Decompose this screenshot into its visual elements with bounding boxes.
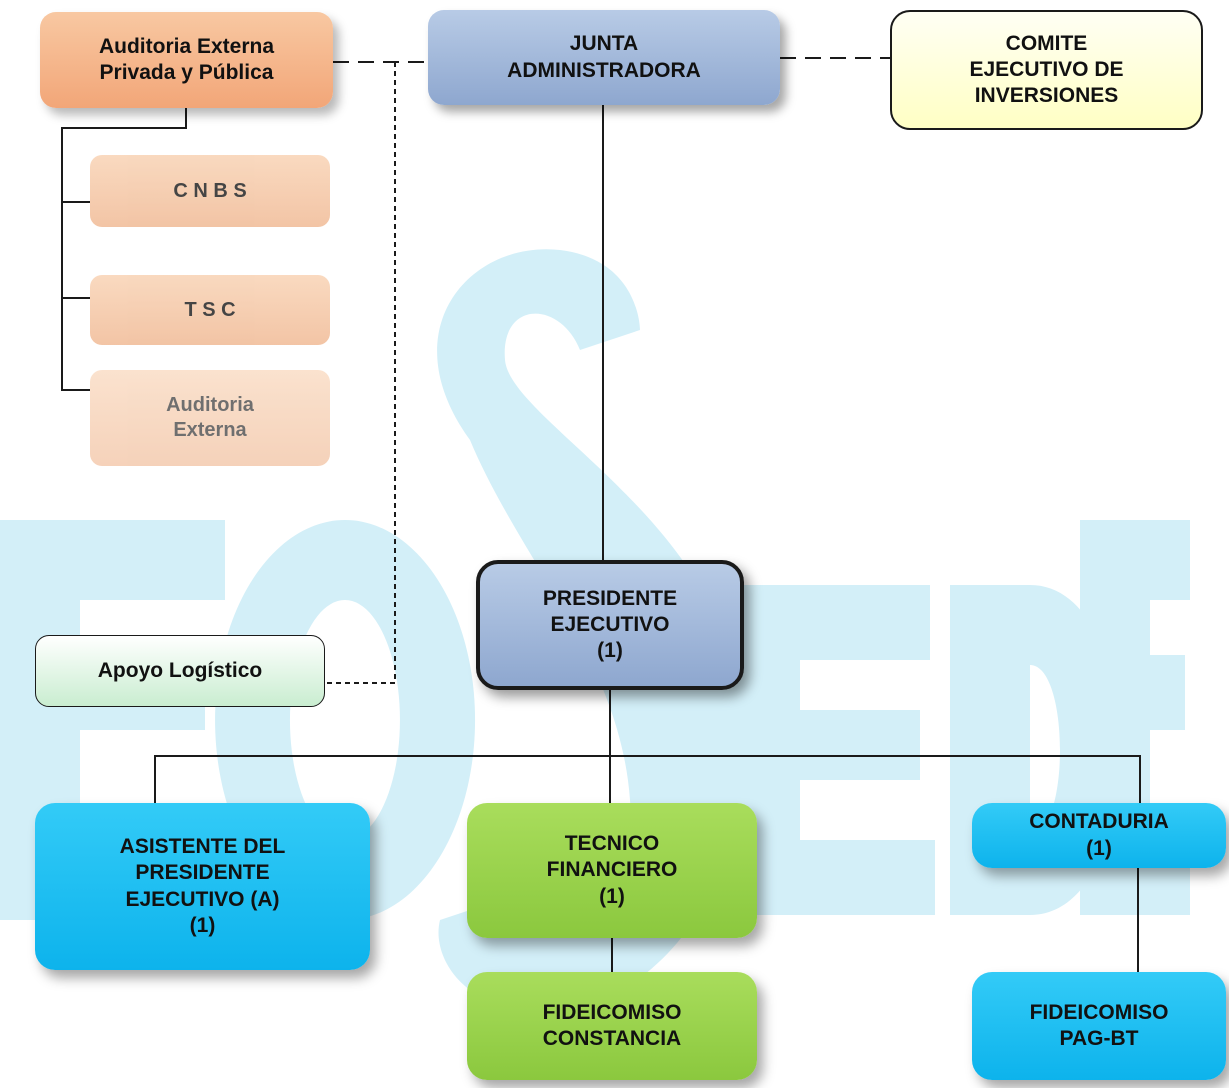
- label-line: Externa: [173, 419, 247, 441]
- label-line: FIDEICOMISO: [542, 1000, 682, 1024]
- label-line: (1): [599, 884, 625, 908]
- label-line: FIDEICOMISO: [1029, 1000, 1169, 1024]
- label-line: C N B S: [173, 179, 247, 202]
- label-line: PRESIDENTE: [135, 861, 270, 885]
- label-line: JUNTA: [569, 32, 639, 56]
- label-line: TECNICO: [564, 832, 660, 856]
- label-line: (1): [597, 639, 623, 663]
- label-line: INVERSIONES: [974, 84, 1119, 108]
- label-line: Auditoria: [166, 394, 254, 416]
- label-line: CONSTANCIA: [542, 1027, 682, 1050]
- fideicomiso-constancia-box: FIDEICOMISO CONSTANCIA: [467, 972, 757, 1080]
- label-line: ASISTENTE DEL: [119, 835, 286, 858]
- label-line: Apoyo Logístico: [97, 658, 263, 682]
- label-line: T S C: [184, 298, 236, 321]
- label-line: COMITE: [1005, 31, 1088, 55]
- label-line: EJECUTIVO DE: [969, 57, 1124, 81]
- fideicomiso-pag-bt-box: FIDEICOMISO PAG-BT: [972, 972, 1226, 1080]
- label-line: PRESIDENTE: [542, 586, 678, 610]
- apoyo-logistico-box: Apoyo Logístico: [35, 635, 325, 707]
- label-line: EJECUTIVO: [550, 612, 670, 636]
- label-line: Privada y Pública: [99, 61, 274, 84]
- label-line: ADMINISTRADORA: [507, 58, 701, 82]
- label-line: PAG-BT: [1059, 1027, 1139, 1050]
- contaduria-box: CONTADURIA(1): [972, 803, 1226, 868]
- label-line: Auditoria Externa: [98, 34, 275, 58]
- label-line: CONTADURIA: [1029, 810, 1169, 834]
- cnbs-box: C N B S: [90, 155, 330, 227]
- label-line: (1): [189, 913, 216, 937]
- label-line: EJECUTIVO (A): [125, 887, 280, 911]
- label-line: (1): [1086, 836, 1112, 860]
- label-line: FINANCIERO: [546, 858, 678, 882]
- tsc-box: T S C: [90, 275, 330, 345]
